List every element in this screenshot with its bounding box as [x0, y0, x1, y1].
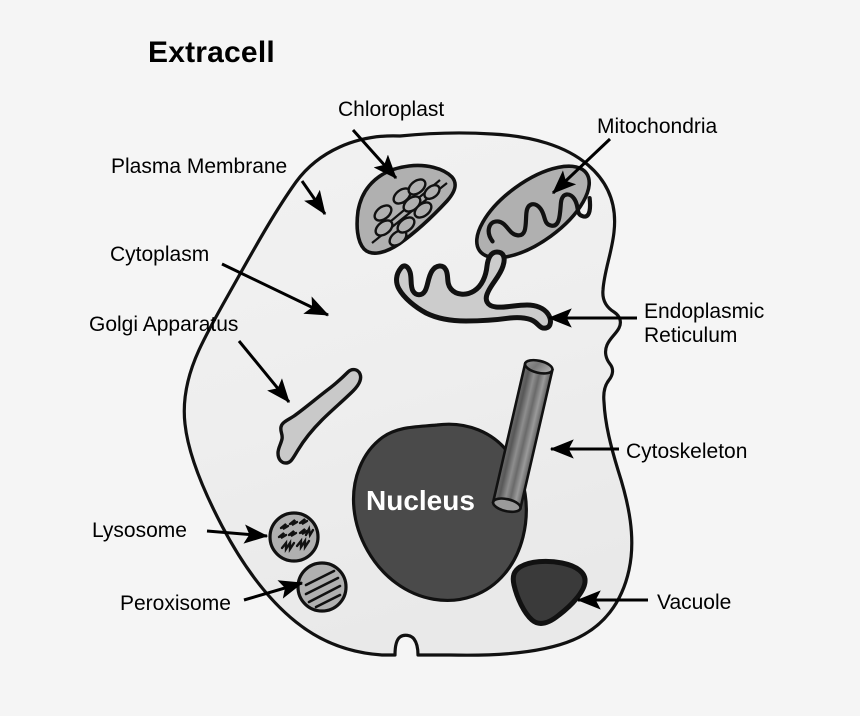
peroxisome-shape [296, 561, 348, 613]
label-vacuole: Vacuole [657, 591, 732, 614]
label-chloroplast: Chloroplast [338, 98, 445, 121]
leader-peroxisome [243, 580, 304, 602]
label-endoplasmic-reticulum: Endoplasmic Reticulum [644, 300, 765, 348]
label-cytoskeleton: Cytoskeleton [626, 440, 748, 463]
leader-golgi [237, 340, 291, 403]
golgi-apparatus-shape [276, 367, 363, 465]
label-mitochondria: Mitochondria [597, 115, 718, 138]
chloroplast-shape [355, 163, 457, 255]
label-cytoplasm: Cytoplasm [110, 243, 210, 266]
leader-lines [206, 128, 648, 610]
label-nucleus: Nucleus [366, 485, 475, 516]
leader-mitochondria [551, 137, 612, 195]
leader-cytoplasm [221, 262, 330, 317]
leader-chloroplast [351, 128, 398, 180]
label-golgi-apparatus: Golgi Apparatus [89, 313, 239, 336]
leader-lysosome [206, 524, 269, 544]
label-plasma-membrane: Plasma Membrane [111, 155, 288, 178]
page-title: Extracell [148, 36, 275, 69]
endoplasmic-reticulum-shape [394, 249, 553, 331]
label-peroxisome: Peroxisome [120, 592, 231, 615]
cytoskeleton-shape [491, 358, 554, 514]
lysosome-shape [268, 511, 320, 563]
label-lysosome: Lysosome [92, 519, 187, 542]
leader-plasma-membrane [300, 180, 327, 215]
vacuole-shape [510, 558, 588, 626]
